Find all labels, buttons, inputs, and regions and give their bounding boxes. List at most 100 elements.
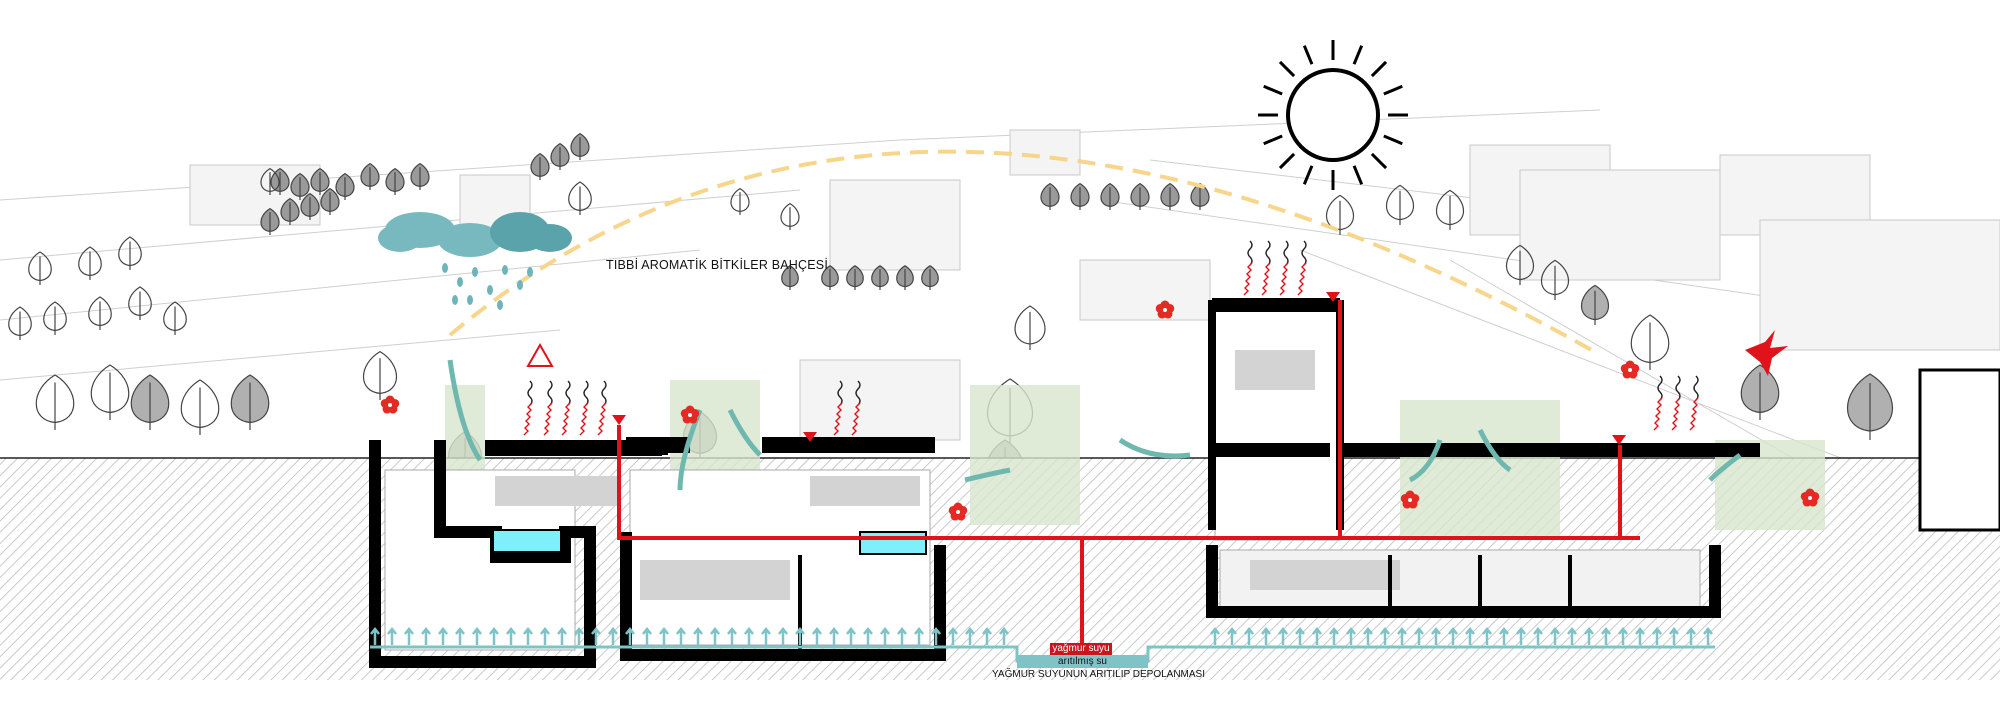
sun-ray bbox=[1263, 84, 1283, 96]
tree-icon bbox=[550, 142, 570, 170]
tree-icon bbox=[1040, 182, 1060, 210]
flower-icon bbox=[1620, 360, 1640, 379]
tree-icon bbox=[300, 192, 320, 220]
sun-disc bbox=[1286, 68, 1380, 162]
rainwater-label: yağmur suyu bbox=[1050, 643, 1112, 655]
groundwater-arrow-icon bbox=[1227, 626, 1237, 645]
tree-icon bbox=[1014, 305, 1046, 350]
flower-icon bbox=[1400, 490, 1420, 509]
groundwater-arrow-icon bbox=[1482, 626, 1492, 645]
context-building bbox=[799, 359, 961, 441]
groundwater-arrow-icon bbox=[591, 626, 601, 645]
groundwater-arrow-icon bbox=[812, 626, 822, 645]
heat-wave-icon bbox=[561, 380, 571, 436]
groundwater-arrow-icon bbox=[914, 626, 924, 645]
tree-icon bbox=[530, 152, 550, 180]
groundwater-arrow-icon bbox=[948, 626, 958, 645]
heat-wave-icon bbox=[1653, 375, 1663, 431]
tree-icon bbox=[1130, 182, 1150, 210]
tree-icon bbox=[1190, 182, 1210, 210]
tree-icon bbox=[118, 236, 142, 270]
tree-icon bbox=[1630, 314, 1670, 370]
context-line bbox=[0, 249, 701, 321]
groundwater-arrow-icon bbox=[1380, 626, 1390, 645]
sun-ray bbox=[1352, 45, 1364, 65]
groundwater-arrow-icon bbox=[421, 626, 431, 645]
groundwater-arrow-icon bbox=[880, 626, 890, 645]
flower-icon bbox=[948, 502, 968, 521]
heat-wave-icon bbox=[1671, 375, 1681, 431]
tree-icon bbox=[896, 265, 914, 290]
groundwater-arrow-icon bbox=[931, 626, 941, 645]
context-line bbox=[899, 109, 1601, 141]
rain-drop-icon bbox=[442, 263, 448, 273]
groundwater-arrow-icon bbox=[1652, 626, 1662, 645]
rain-drop-icon bbox=[452, 295, 458, 305]
groundwater-arrow-icon bbox=[982, 626, 992, 645]
tree-icon bbox=[1505, 244, 1535, 285]
rain-drop-icon bbox=[517, 280, 523, 290]
tree-icon bbox=[335, 172, 355, 200]
tree-icon bbox=[570, 132, 590, 160]
bird-icon bbox=[1745, 330, 1788, 376]
groundwater-arrow-icons bbox=[370, 626, 1713, 645]
flower-icons bbox=[380, 300, 1820, 521]
groundwater-arrow-icon bbox=[693, 626, 703, 645]
tree-icon bbox=[280, 197, 300, 225]
groundwater-arrow-icon bbox=[404, 626, 414, 645]
sun-icon bbox=[1258, 40, 1408, 190]
tree-icon bbox=[78, 246, 102, 280]
sun-ray bbox=[1302, 165, 1314, 185]
tree-icon bbox=[780, 202, 800, 230]
rain-drop-icon bbox=[467, 295, 473, 305]
context-building bbox=[829, 179, 961, 271]
groundwater-arrow-icon bbox=[489, 626, 499, 645]
groundwater-arrow-icon bbox=[1601, 626, 1611, 645]
groundwater-arrow-icon bbox=[1431, 626, 1441, 645]
tree-icon bbox=[180, 379, 220, 435]
tree-icon bbox=[1385, 184, 1415, 225]
groundwater-arrow-icon bbox=[1261, 626, 1271, 645]
tree-icon bbox=[1070, 182, 1090, 210]
tree-icon bbox=[130, 374, 170, 430]
groundwater-arrow-icon bbox=[1618, 626, 1628, 645]
groundwater-arrow-icon bbox=[370, 626, 380, 645]
groundwater-arrow-icon bbox=[744, 626, 754, 645]
rain-drop-icon bbox=[502, 265, 508, 275]
tree-icon bbox=[846, 265, 864, 290]
sun-ray bbox=[1278, 60, 1296, 78]
groundwater-arrow-icon bbox=[795, 626, 805, 645]
heat-wave-icon bbox=[851, 380, 861, 436]
groundwater-arrow-icon bbox=[1533, 626, 1543, 645]
heat-wave-icon bbox=[1689, 375, 1699, 431]
tree-icon bbox=[730, 187, 750, 215]
heat-wave-icon bbox=[523, 380, 533, 436]
groundwater-arrow-icon bbox=[1635, 626, 1645, 645]
tree-icon bbox=[320, 187, 340, 215]
treated-water-label: arıtılmış su bbox=[1017, 655, 1148, 668]
rain-drop-icon bbox=[527, 267, 533, 277]
tree-icon bbox=[270, 167, 290, 195]
heat-wave-icon bbox=[833, 380, 843, 436]
context-building bbox=[1009, 129, 1081, 176]
heat-wave-icon bbox=[579, 380, 589, 436]
sun-path-arc bbox=[448, 149, 1596, 354]
tree-icon bbox=[1847, 373, 1893, 440]
tree-icon bbox=[385, 167, 405, 195]
tree-icon bbox=[1540, 259, 1570, 300]
groundwater-arrow-icon bbox=[1516, 626, 1526, 645]
groundwater-arrow-icon bbox=[1244, 626, 1254, 645]
tree-icon bbox=[1100, 182, 1120, 210]
groundwater-arrow-icon bbox=[1499, 626, 1509, 645]
interior-shading bbox=[495, 350, 1400, 600]
tree-icon bbox=[1435, 189, 1465, 230]
groundwater-arrow-icon bbox=[1346, 626, 1356, 645]
groundwater-arrow-icon bbox=[472, 626, 482, 645]
groundwater-arrow-icon bbox=[1686, 626, 1696, 645]
groundwater-arrow-icon bbox=[506, 626, 516, 645]
tree-icon bbox=[1580, 284, 1610, 325]
groundwater-arrow-icon bbox=[1414, 626, 1424, 645]
tree-icon bbox=[35, 374, 75, 430]
tree-icon bbox=[128, 286, 152, 320]
